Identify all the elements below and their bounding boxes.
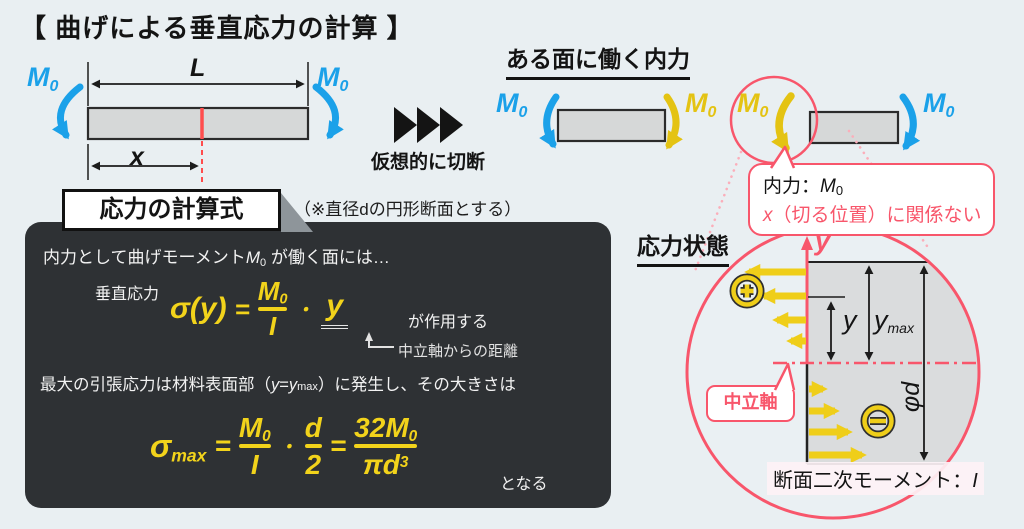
fraction-32m0-over-pid3: 32M0 πd3 xyxy=(354,411,418,480)
stress-state-heading: 応力状態 xyxy=(637,227,729,267)
moment-label-right: M0 xyxy=(317,62,349,95)
transition-label: 仮想的に切断 xyxy=(371,152,486,173)
moment-label-cut1: M0 xyxy=(496,88,528,121)
moment-label-cut3: M0 xyxy=(737,88,769,121)
plus-circle-icon xyxy=(729,273,765,309)
bubble-line1: 内力：M0 xyxy=(763,176,844,198)
diameter-label: φd xyxy=(897,381,925,413)
stress-label: 垂直応力 xyxy=(95,286,160,303)
formula2-suffix: となる xyxy=(500,476,548,493)
compression-arrows xyxy=(809,380,867,464)
neutral-axis-bubble: 中立軸 xyxy=(706,385,795,422)
cut-position-label: x xyxy=(130,143,144,171)
formula-panel xyxy=(25,222,611,508)
moment-of-inertia-label: 断面二次モーメント：I xyxy=(767,462,984,495)
panel-line1: 内力として曲げモーメントM0 が働く面には… xyxy=(43,248,390,269)
panel-tab: 応力の計算式 xyxy=(62,189,281,231)
page-title: 【 曲げによる垂直応力の計算 】 xyxy=(20,13,414,43)
neutral-axis-distance-annotation: 中立軸からの距離 xyxy=(398,343,519,360)
minus-circle-icon xyxy=(860,403,896,439)
panel-note: （※直径dの円形断面とする） xyxy=(294,200,522,219)
internal-force-bubble: 内力：M0 x（切る位置）に関係ない xyxy=(748,163,995,236)
formula-max-stress: σmax = M0 I ・ d 2 = 32M0 πd3 xyxy=(150,411,418,480)
length-label: L xyxy=(190,54,206,82)
internal-force-heading: ある面に働く内力 xyxy=(506,40,690,80)
moment-label-cut4: M0 xyxy=(923,88,955,121)
distance-variable: y xyxy=(321,289,349,330)
formula-normal-stress: σ(y) = M0 I ・ y xyxy=(170,276,349,341)
y-axis-label: y xyxy=(815,226,831,256)
formula1-suffix: が作用する xyxy=(408,314,489,331)
moment-label-left: M0 xyxy=(27,62,59,95)
moment-label-cut2: M0 xyxy=(685,88,717,121)
dim-ymax-label: ymax xyxy=(874,305,914,336)
dimension-arrows xyxy=(808,265,929,461)
fraction-d-over-2: d 2 xyxy=(304,411,322,480)
fraction-m0-over-i: M0 I xyxy=(257,276,288,341)
fraction-m0-over-i-2: M0 I xyxy=(238,411,271,480)
bubble-line2: x（切る位置）に関係ない xyxy=(763,205,982,227)
tension-arrows xyxy=(744,263,806,350)
panel-line2: 最大の引張応力は材料表面部（y=ymax）に発生し、その大きさは xyxy=(40,376,516,394)
dim-y-label: y xyxy=(843,305,857,335)
triple-arrow-icon xyxy=(394,107,463,143)
